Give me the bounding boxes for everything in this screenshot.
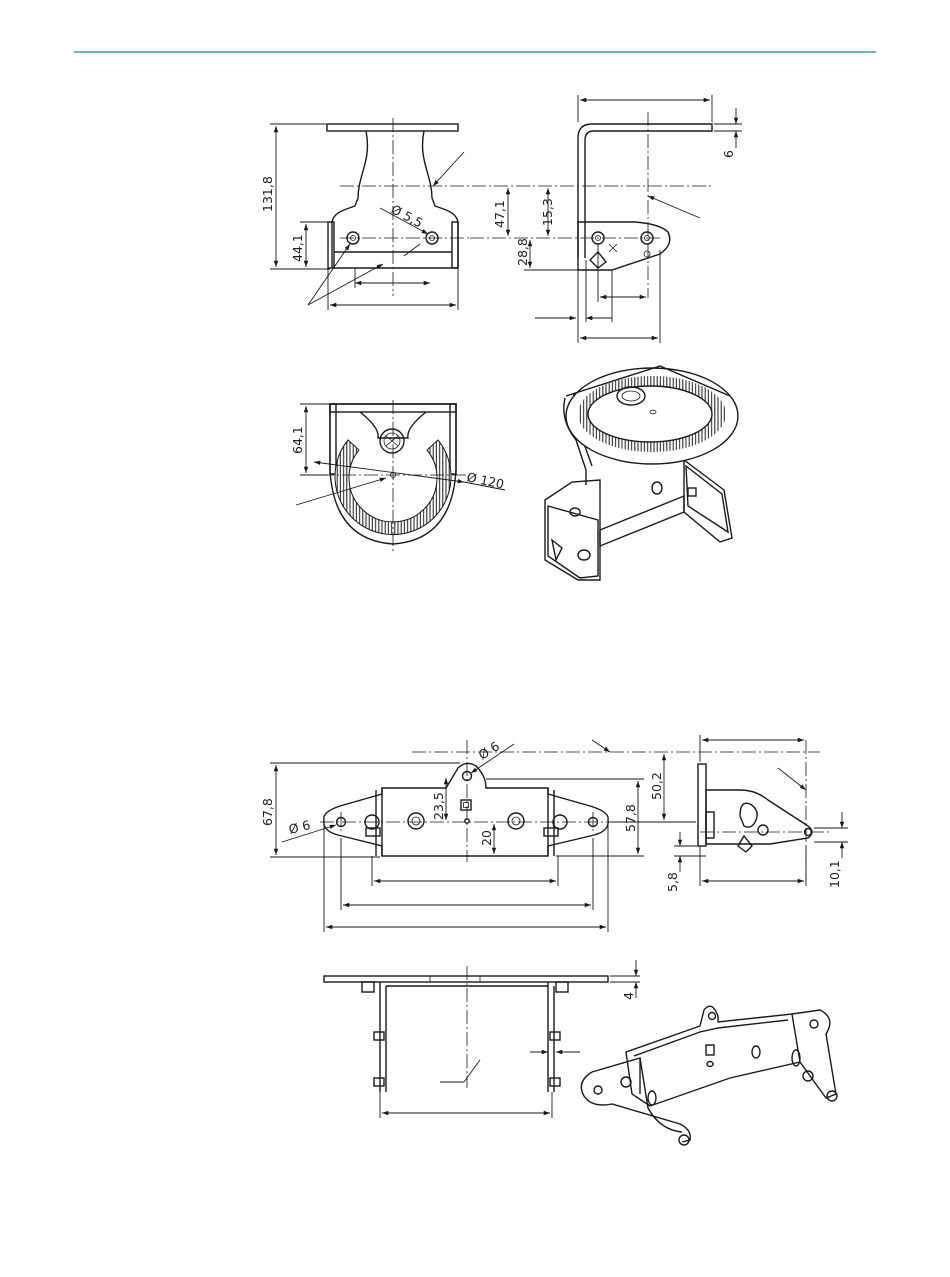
dim-47-1: 47,1 <box>492 200 507 228</box>
dim-15-3: 15,3 <box>540 198 555 226</box>
fig1-top-view <box>320 400 470 552</box>
fig2-top-view <box>324 966 608 1092</box>
dim-10-1: 10,1 <box>827 860 842 888</box>
dim-64-1: 64,1 <box>290 426 305 454</box>
dim-120: Ø 120 <box>465 469 505 492</box>
fig2-isometric-view <box>581 1006 837 1145</box>
fig2-top-dimensions: 4 <box>380 960 640 1118</box>
dim-20: 20 <box>479 830 494 846</box>
fig1-isometric-view <box>545 366 738 580</box>
dim-131-8: 131,8 <box>260 176 275 212</box>
fig1-front-dimensions: 131,8 44,1 Ø 5,5 <box>260 124 464 310</box>
dim-23-5: 23,5 <box>431 792 446 820</box>
dim-44-1: 44,1 <box>290 234 305 262</box>
fig1-side-dimensions: 6 47,1 15,3 28,8 <box>492 95 742 343</box>
fig1-top-dimensions: 64,1 Ø 120 <box>290 404 505 505</box>
dim-57-8: 57,8 <box>623 804 638 832</box>
dim-6: 6 <box>721 150 736 158</box>
dim-6-top: Ø 6 <box>476 738 502 762</box>
dim-50-2: 50,2 <box>649 772 664 800</box>
dim-4: 4 <box>621 992 636 1000</box>
dim-67-8: 67,8 <box>260 798 275 826</box>
fig1-front-view <box>327 118 712 296</box>
dim-5-8: 5,8 <box>665 872 680 892</box>
dim-28-8: 28,8 <box>515 238 530 266</box>
dim-5-5: Ø 5,5 <box>389 201 426 230</box>
fig2-side-view <box>698 740 830 880</box>
